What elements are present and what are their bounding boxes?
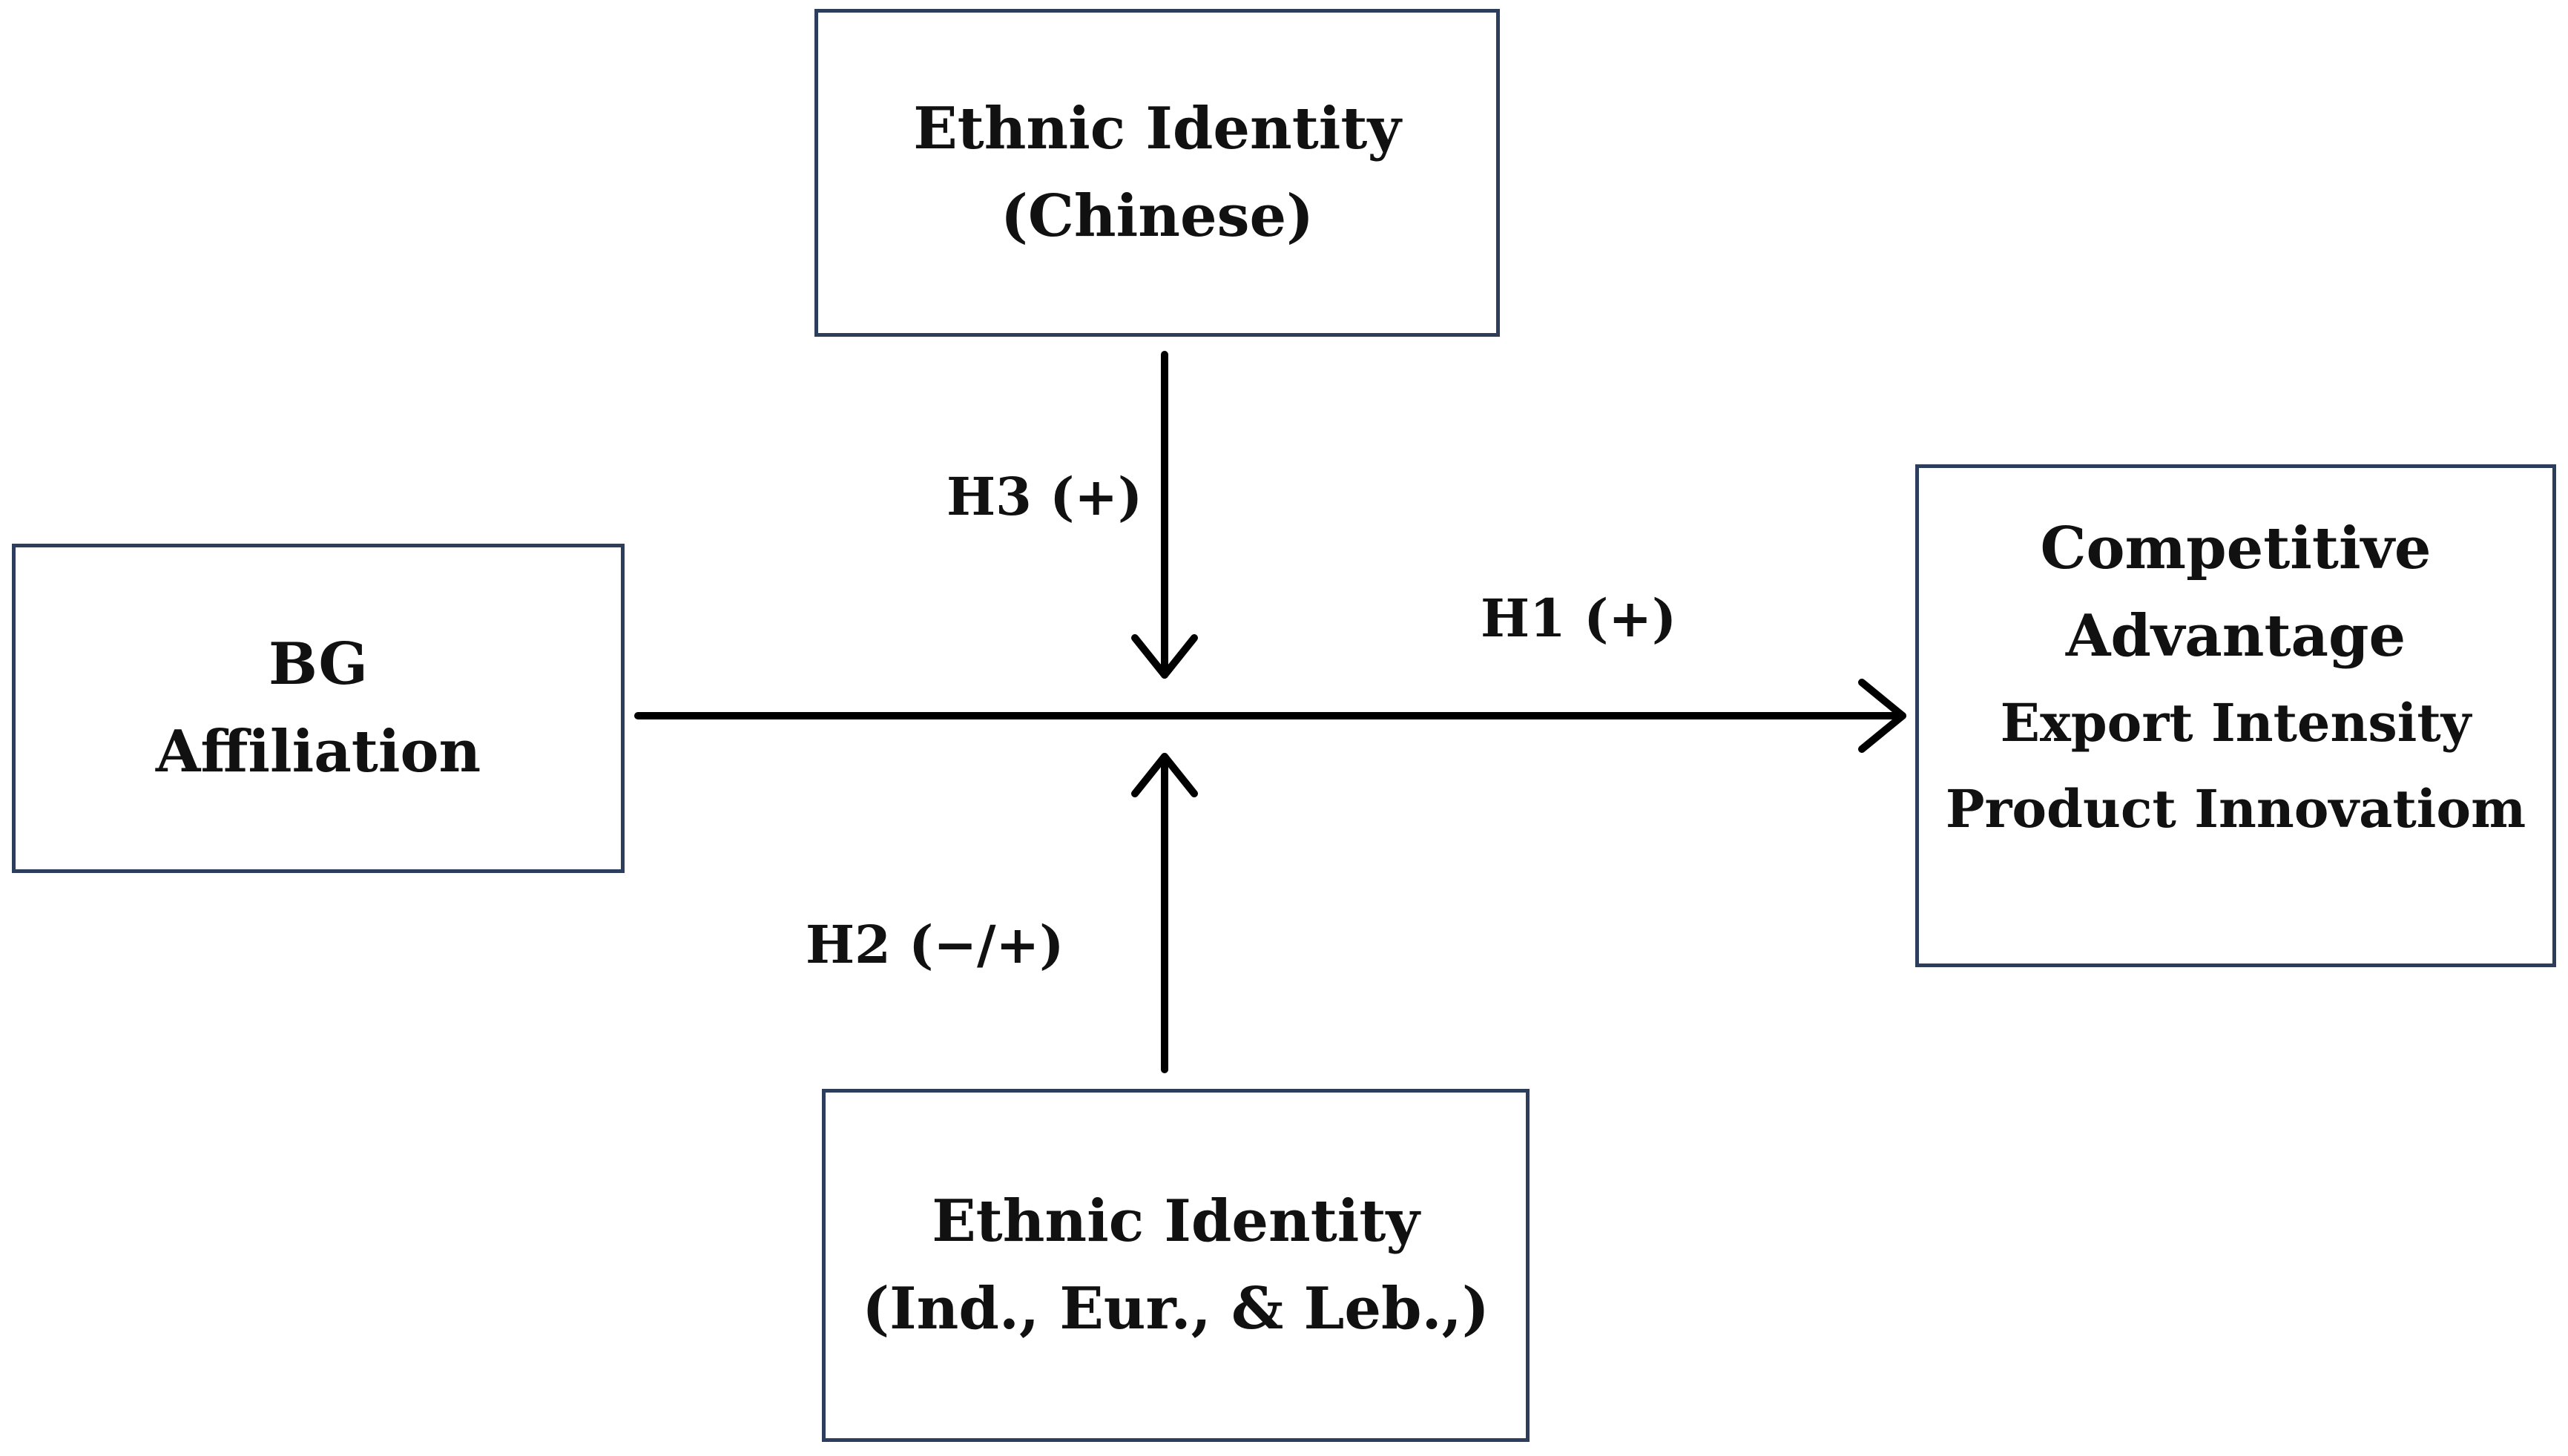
h2-label: H2 (−/+) <box>806 914 1064 975</box>
ethnic-others-line2: (Ind., Eur., & Leb.,) <box>862 1275 1489 1343</box>
competitive-line2: Advantage <box>2065 602 2406 670</box>
competitive-advantage-box: Competitive Advantage Export Intensity P… <box>1915 464 2556 967</box>
ethnic-chinese-line1: Ethnic Identity <box>913 95 1401 162</box>
h3-label: H3 (+) <box>946 466 1143 527</box>
h1-arrow-head <box>1858 679 1906 753</box>
competitive-line1: Competitive <box>2040 515 2432 582</box>
ethnic-others-line1: Ethnic Identity <box>932 1187 1420 1255</box>
bg-affiliation-line1: BG <box>269 630 368 698</box>
h2-arrow-head <box>1131 753 1198 797</box>
h1-label: H1 (+) <box>1481 587 1677 649</box>
ethnic-identity-chinese-box: Ethnic Identity (Chinese) <box>814 9 1500 337</box>
bg-affiliation-line2: Affiliation <box>155 718 481 785</box>
ethnic-identity-others-box: Ethnic Identity (Ind., Eur., & Leb.,) <box>822 1089 1530 1442</box>
product-innovation-label: Product Innovatiom <box>1945 778 2526 840</box>
h3-arrow-head <box>1131 634 1198 679</box>
export-intensity-label: Export Intensity <box>2000 692 2472 754</box>
ethnic-chinese-line2: (Chinese) <box>1000 182 1314 250</box>
bg-affiliation-box: BG Affiliation <box>12 544 625 873</box>
